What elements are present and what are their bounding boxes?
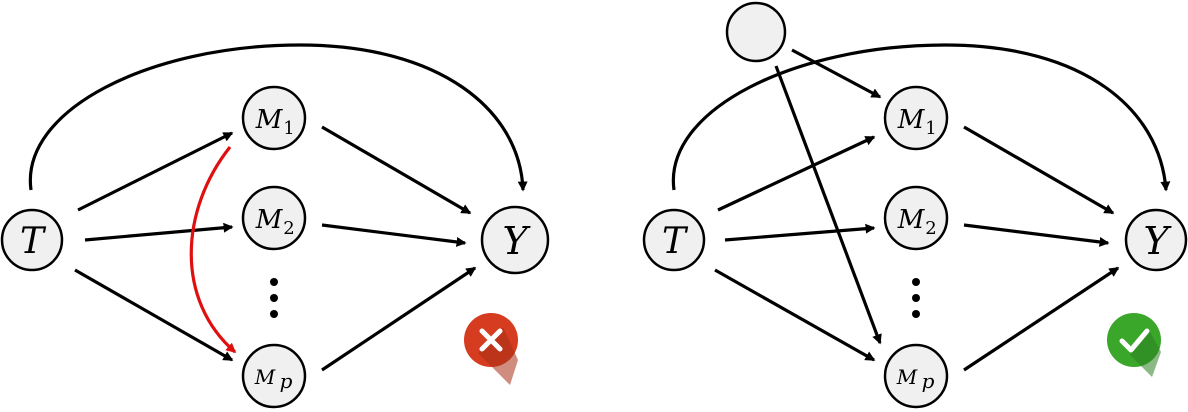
node-m1: M 1 (241, 85, 307, 151)
node-mp-label: M (896, 365, 918, 389)
edge-m1-to-y (963, 125, 1115, 215)
edge-t-to-m2 (724, 223, 876, 242)
node-m1-subscript: 1 (283, 118, 294, 139)
node-m2-subscript: 2 (925, 218, 936, 239)
node-m1: M 1 (883, 85, 949, 151)
node-m1-label: M (897, 105, 926, 135)
node-m2-label: M (255, 205, 284, 235)
left-diagram: T Y M 1 M 2 M p (0, 43, 550, 409)
node-y: Y (480, 205, 550, 275)
edge-mp-to-y (963, 266, 1120, 372)
node-mp-subscript: p (922, 369, 935, 393)
node-u-unlabeled (725, 1, 787, 63)
node-mp-subscript: p (280, 369, 293, 393)
edge-t-to-mp (74, 268, 234, 362)
edge-m2-to-y (963, 223, 1110, 247)
node-mp: M p (241, 343, 307, 409)
edge-m2-to-y (321, 223, 467, 247)
node-y-label: Y (502, 219, 531, 263)
check-icon (1107, 313, 1161, 377)
edge-t-to-mp (714, 268, 876, 362)
node-m2-label: M (897, 205, 926, 235)
node-m2-subscript: 2 (283, 218, 294, 239)
edge-t-to-m2 (84, 222, 234, 242)
node-y-label: Y (1143, 219, 1172, 263)
edge-t-to-m1 (77, 131, 234, 212)
edge-t-to-m1 (717, 135, 876, 212)
edge-mp-to-y (321, 266, 477, 372)
ellipsis-dots (270, 278, 278, 318)
node-t-label: T (662, 221, 689, 262)
node-mp: M p (883, 343, 949, 409)
node-t: T (0, 208, 64, 272)
edge-m1-to-y (321, 125, 472, 215)
node-mp-label: M (254, 365, 276, 389)
ellipsis-dots (912, 278, 920, 318)
edge-m1-to-mp-red (189, 146, 237, 354)
edge-u-to-mp (774, 65, 882, 345)
edge-u-to-m1 (791, 48, 882, 99)
node-m2: M 2 (241, 185, 307, 251)
edge-t-to-y-arc (28, 43, 528, 192)
node-m2: M 2 (883, 185, 949, 251)
node-t-label: T (20, 221, 47, 262)
node-m1-label: M (255, 105, 284, 135)
node-t: T (642, 208, 706, 272)
edge-t-to-y-arc (671, 43, 1171, 192)
node-m1-subscript: 1 (925, 118, 936, 139)
right-diagram: T Y M 1 M 2 M p (642, 1, 1188, 409)
node-y: Y (1124, 208, 1188, 272)
cross-icon (464, 313, 518, 385)
